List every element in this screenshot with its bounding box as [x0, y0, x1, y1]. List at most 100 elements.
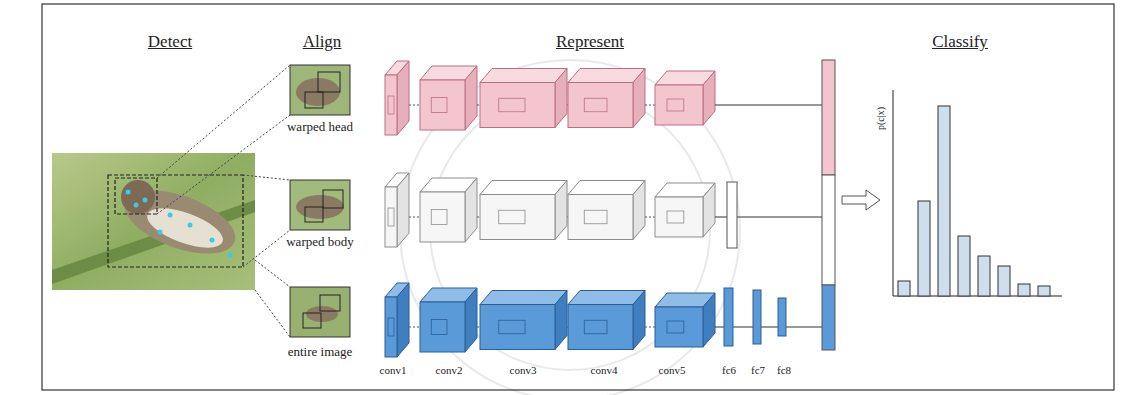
crop-caption: entire image: [272, 344, 368, 359]
kernel: [667, 321, 684, 333]
kernel: [667, 211, 684, 223]
block-side: [555, 181, 567, 240]
block-side: [633, 181, 645, 240]
feature-vector: [822, 60, 835, 350]
to-classifier-arrow: [842, 190, 880, 210]
layer-label: conv3: [510, 364, 537, 376]
crop-caption: warped head: [272, 119, 368, 134]
block-top: [568, 69, 645, 83]
cnn-stack: [385, 61, 822, 357]
layer-label: fc8: [777, 364, 791, 376]
aligned-crop: entire image: [272, 284, 368, 359]
conv-block: [568, 291, 645, 350]
block-side: [703, 71, 715, 125]
flow-line: [645, 327, 655, 328]
block-front: [480, 83, 555, 128]
feature-part: [822, 175, 835, 285]
conv-block: [655, 183, 715, 237]
thumb: [290, 287, 350, 337]
block-side: [703, 293, 715, 347]
axis: [893, 90, 894, 296]
flow-line: [409, 327, 420, 328]
kernel: [388, 208, 394, 226]
block-front: [568, 195, 633, 240]
bird-belly: [142, 200, 227, 256]
fc-layer: [727, 182, 737, 248]
conv-block: [420, 66, 477, 130]
fc-layer: [753, 290, 761, 344]
layer-label: conv1: [380, 364, 407, 376]
flow-line: [645, 105, 655, 106]
conv-block: [420, 178, 477, 242]
aligned-crop: warped body: [272, 177, 368, 249]
stage-heading: Classify: [932, 33, 988, 52]
thumb-bird: [306, 306, 338, 322]
bird-body: [117, 178, 244, 267]
conv-block: [655, 71, 715, 125]
layer-label: conv4: [591, 364, 618, 376]
photo-ground: [52, 153, 255, 290]
crop-caption: warped body: [272, 234, 368, 249]
kernel: [499, 320, 525, 334]
layer-label: fc7: [751, 364, 765, 376]
body-box: [108, 175, 243, 267]
block-front: [385, 297, 397, 357]
conv-block: [568, 69, 645, 128]
feature-part: [822, 285, 835, 350]
kernel: [499, 98, 525, 112]
conv-block: [385, 61, 409, 135]
bird-head: [121, 180, 155, 214]
block-front: [385, 187, 397, 247]
flow-line: [409, 217, 420, 218]
block-side: [465, 178, 477, 242]
block-side: [465, 288, 477, 352]
conv-block: [480, 181, 567, 240]
conv-block: [480, 291, 567, 350]
kernel: [431, 320, 447, 335]
kernel: [388, 318, 394, 336]
block-top: [480, 69, 567, 83]
kernel: [431, 210, 447, 225]
block-side: [397, 61, 409, 135]
watermark-ring: [400, 60, 740, 395]
flow-line: [715, 105, 822, 106]
block-top: [568, 181, 645, 195]
crop-lines: [157, 65, 290, 337]
arrow: [842, 190, 880, 210]
kernel: [431, 98, 447, 113]
stage-heading: Align: [303, 33, 342, 52]
watermark: [400, 60, 740, 395]
block-side: [703, 183, 715, 237]
block-front: [480, 195, 555, 240]
kernel: [388, 96, 394, 114]
block-top: [568, 291, 645, 305]
fc-layer: [724, 288, 733, 346]
block-side: [465, 66, 477, 130]
aligned-crop: warped head: [272, 62, 368, 134]
block-side: [397, 283, 409, 357]
block-side: [633, 69, 645, 128]
conv-block: [420, 288, 477, 352]
kernel: [499, 210, 525, 224]
kernel: [584, 210, 607, 224]
thumb: [290, 65, 350, 115]
block-side: [555, 291, 567, 350]
fc-layer: [778, 298, 786, 336]
block-front: [655, 307, 703, 347]
block-top: [480, 291, 567, 305]
block-front: [568, 83, 633, 128]
layer-label: conv5: [659, 364, 686, 376]
aligned-thumbnails: [290, 65, 350, 337]
block-front: [655, 197, 703, 237]
block-front: [655, 85, 703, 125]
input-photo: [52, 153, 255, 290]
kernel: [584, 98, 607, 112]
conv-block: [385, 283, 409, 357]
flow-line: [645, 217, 655, 218]
block-front: [420, 192, 465, 242]
block-front: [385, 75, 397, 135]
conv-block: [568, 181, 645, 240]
conv-block: [655, 293, 715, 347]
